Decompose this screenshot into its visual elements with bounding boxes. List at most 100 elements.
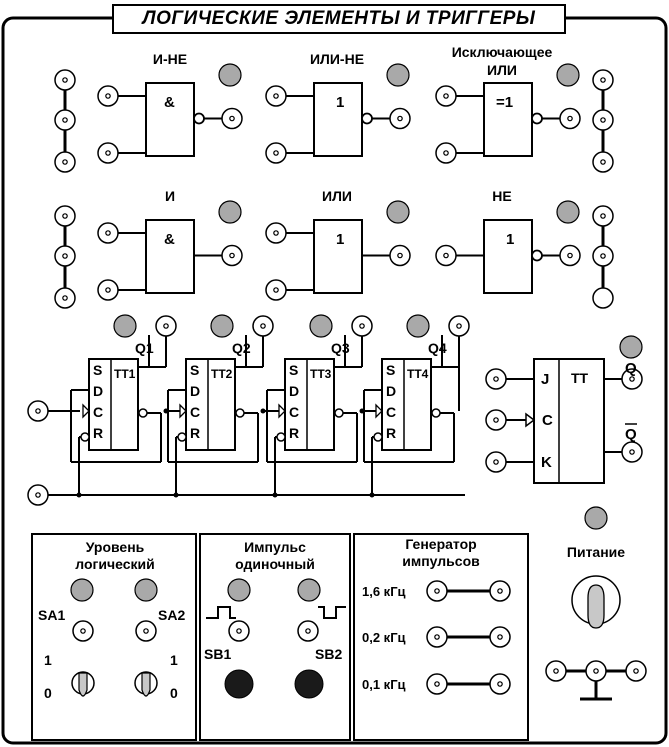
generator-row: 1,6 кГц [362, 580, 511, 602]
sb2-label: SB2 [315, 646, 342, 662]
d-trigger-name: TT3 [310, 367, 332, 381]
single-pulse-title: одиночный [235, 556, 315, 572]
socket[interactable] [592, 245, 614, 267]
nand-output-lamp [218, 63, 242, 87]
d-trigger-c-label: C [93, 404, 103, 420]
q4-socket[interactable] [448, 315, 470, 337]
socket[interactable] [545, 660, 567, 682]
xor-input-socket[interactable] [435, 85, 457, 107]
d-trigger-s-label: S [190, 362, 199, 378]
sb1-button[interactable] [224, 669, 254, 699]
sa2-label: SA2 [158, 607, 185, 623]
nor-input-socket[interactable] [265, 85, 287, 107]
sa2-socket[interactable] [135, 620, 157, 642]
generator-row: 0,2 кГц [362, 626, 511, 648]
not-input-socket[interactable] [435, 244, 457, 267]
clock-input-socket[interactable] [27, 400, 49, 422]
not-gate: 1НЕ [435, 188, 581, 294]
generator-socket[interactable] [489, 673, 511, 695]
or-input-socket[interactable] [265, 222, 287, 244]
socket[interactable] [54, 287, 76, 309]
and-output-socket[interactable] [221, 244, 243, 267]
power-toggle-switch[interactable] [571, 575, 621, 629]
generator-socket[interactable] [489, 626, 511, 648]
d-trigger-c-label: C [386, 404, 396, 420]
socket[interactable] [54, 151, 76, 173]
q1-socket[interactable] [155, 315, 177, 337]
right-socket-bus-top [592, 69, 614, 173]
jk-j-socket[interactable] [485, 368, 507, 390]
reset-bus-socket[interactable] [27, 484, 49, 506]
socket[interactable] [54, 109, 76, 131]
socket[interactable] [592, 69, 614, 91]
sb2-button[interactable] [294, 669, 324, 699]
q3-lamp [309, 314, 333, 338]
q2-label: Q2 [232, 340, 251, 356]
power-lamp [584, 506, 608, 530]
jk-indicator-lamp [619, 335, 643, 359]
nor-output-lamp [386, 63, 410, 87]
sb2-socket[interactable] [297, 620, 319, 642]
sb1-socket[interactable] [228, 620, 250, 642]
socket[interactable] [585, 660, 607, 682]
jk-k-socket[interactable] [485, 451, 507, 473]
d-trigger-s-label: S [289, 362, 298, 378]
socket[interactable] [592, 287, 614, 309]
nand-input-socket[interactable] [97, 85, 119, 107]
sa1-low-label: 0 [44, 685, 52, 701]
and-input-socket[interactable] [97, 222, 119, 244]
sa2-toggle[interactable] [134, 671, 158, 697]
generator-socket[interactable] [426, 673, 448, 695]
or-gate: 1 ИЛИ [265, 188, 411, 301]
d-trigger-d-label: D [386, 383, 396, 399]
logic-level-title: Уровень [86, 539, 145, 555]
d-trigger-r-label: R [93, 425, 103, 441]
nor-input-socket[interactable] [265, 142, 287, 164]
nor-output-socket[interactable] [389, 107, 411, 130]
or-symbol: 1 [336, 231, 344, 248]
not-output-socket[interactable] [559, 244, 581, 267]
generator-socket[interactable] [426, 580, 448, 602]
xor-input-socket[interactable] [435, 142, 457, 164]
socket[interactable] [54, 205, 76, 227]
logic-level-section [31, 533, 197, 741]
socket[interactable] [625, 660, 647, 682]
sa1-toggle[interactable] [71, 671, 95, 697]
d-trigger-c-label: C [289, 404, 299, 420]
or-output-socket[interactable] [389, 244, 411, 267]
socket[interactable] [54, 69, 76, 91]
d-trigger-r-label: R [190, 425, 200, 441]
and-input-socket[interactable] [97, 279, 119, 301]
xor-symbol: =1 [496, 94, 513, 111]
nand-output-socket[interactable] [221, 107, 243, 130]
jk-c-socket[interactable] [485, 409, 507, 431]
or-input-socket[interactable] [265, 279, 287, 301]
d-trigger-name: TT1 [114, 367, 136, 381]
xor-label: Исключающее [452, 44, 553, 60]
and-label: И [165, 188, 175, 204]
jk-q-inv-socket[interactable] [621, 441, 643, 463]
or-label: ИЛИ [322, 188, 352, 204]
power-label: Питание [567, 544, 625, 560]
socket[interactable] [592, 151, 614, 173]
q3-socket[interactable] [351, 315, 373, 337]
nand-input-socket[interactable] [97, 142, 119, 164]
socket[interactable] [54, 245, 76, 267]
ground-socket-bus [545, 660, 647, 701]
xor-output-socket[interactable] [559, 107, 581, 130]
generator-socket[interactable] [489, 580, 511, 602]
socket[interactable] [592, 205, 614, 227]
socket[interactable] [592, 109, 614, 131]
sa1-socket[interactable] [72, 620, 94, 642]
single-pulse-title: Импульс [244, 539, 306, 555]
generator-title: импульсов [402, 553, 480, 569]
jk-q-label: Q [625, 360, 637, 377]
positive-pulse-icon [206, 606, 236, 619]
q2-socket[interactable] [252, 315, 274, 337]
generator-socket[interactable] [426, 626, 448, 648]
